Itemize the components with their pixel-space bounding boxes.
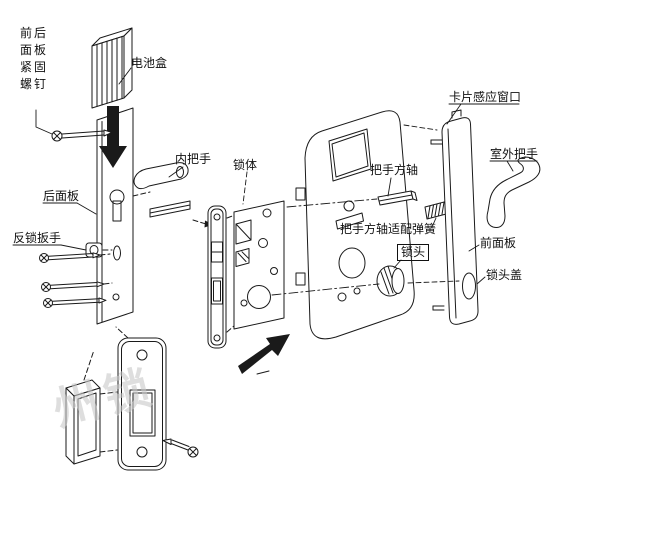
front-panel: [430, 109, 479, 325]
screw: [39, 252, 101, 263]
strike-screw: [162, 438, 199, 458]
panel-screw-post: [430, 139, 443, 145]
label-deadbolt-lever: 反锁扳手: [13, 231, 62, 245]
inner-handle: [132, 162, 213, 228]
leader-lines: [12, 67, 538, 285]
label-front-panel: 前面板: [480, 236, 517, 250]
label-fastening-screws: 前后面板紧固螺钉: [20, 26, 49, 91]
axis-lines: [271, 124, 460, 296]
screw: [51, 129, 113, 142]
label-outdoor-handle: 室外把手: [490, 147, 539, 161]
label-cylinder-cover: 锁头盖: [486, 268, 523, 282]
strike-dust-box: [65, 349, 101, 465]
label-inner-handle: 内把手: [175, 152, 212, 166]
outdoor-handle: [486, 156, 541, 228]
label-spindle: 把手方轴: [370, 163, 419, 177]
label-lock-body: 锁体: [233, 158, 258, 172]
tick-mark: [256, 370, 270, 375]
lock-faceplate: [207, 205, 236, 349]
handle-spindle: [377, 190, 418, 206]
lock-body: [233, 200, 285, 330]
up-right-arrow: [238, 334, 290, 374]
screw: [43, 297, 107, 308]
battery-box: [91, 27, 133, 109]
label-back-panel: 后面板: [43, 189, 80, 203]
label-battery-box: 电池盒: [131, 56, 168, 70]
strike-plate: [99, 326, 167, 471]
label-card-window: 卡片感应窗口: [449, 90, 522, 104]
fastening-screws: [39, 129, 113, 308]
screw: [41, 281, 105, 292]
down-arrow: [99, 106, 127, 168]
label-cylinder: 锁头: [397, 244, 430, 261]
cylinder-cover-oval: [462, 272, 476, 300]
lock-cylinder: [376, 265, 405, 297]
panel-screw-post: [432, 305, 445, 311]
label-spindle-spring: 把手方轴适配弹簧: [340, 222, 437, 236]
